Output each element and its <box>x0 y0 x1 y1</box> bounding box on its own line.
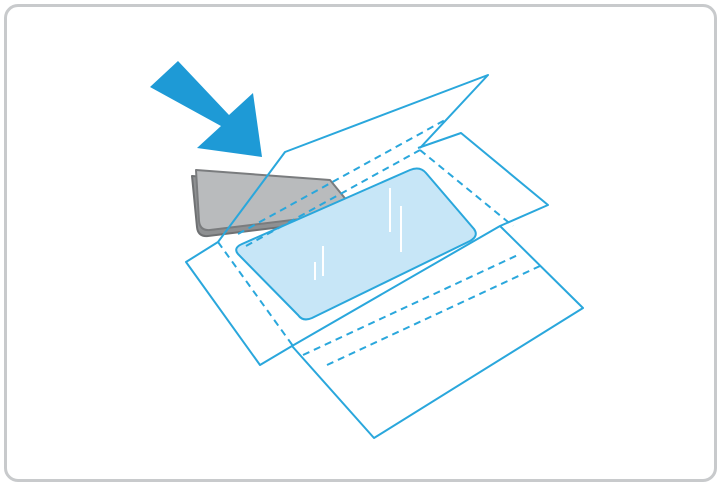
sleeve-icon <box>185 132 584 439</box>
insert-arrow-icon <box>150 61 262 157</box>
top-flap-outline <box>217 74 489 243</box>
sleeve-back-flap <box>417 132 549 227</box>
fold-line-top-1 <box>237 119 446 235</box>
window-icon <box>235 167 477 321</box>
fold-line-lower-1 <box>302 253 521 356</box>
window-pane <box>235 167 477 321</box>
fold-line-left <box>217 241 294 347</box>
fold-line-top-2 <box>245 149 421 247</box>
sleeve-left-flap <box>185 241 293 366</box>
fold-line-right <box>419 149 514 227</box>
fold-line-lower-2 <box>326 265 541 366</box>
sleeve-bottom-flap <box>291 225 584 439</box>
sleeve-top-flap <box>217 74 489 247</box>
